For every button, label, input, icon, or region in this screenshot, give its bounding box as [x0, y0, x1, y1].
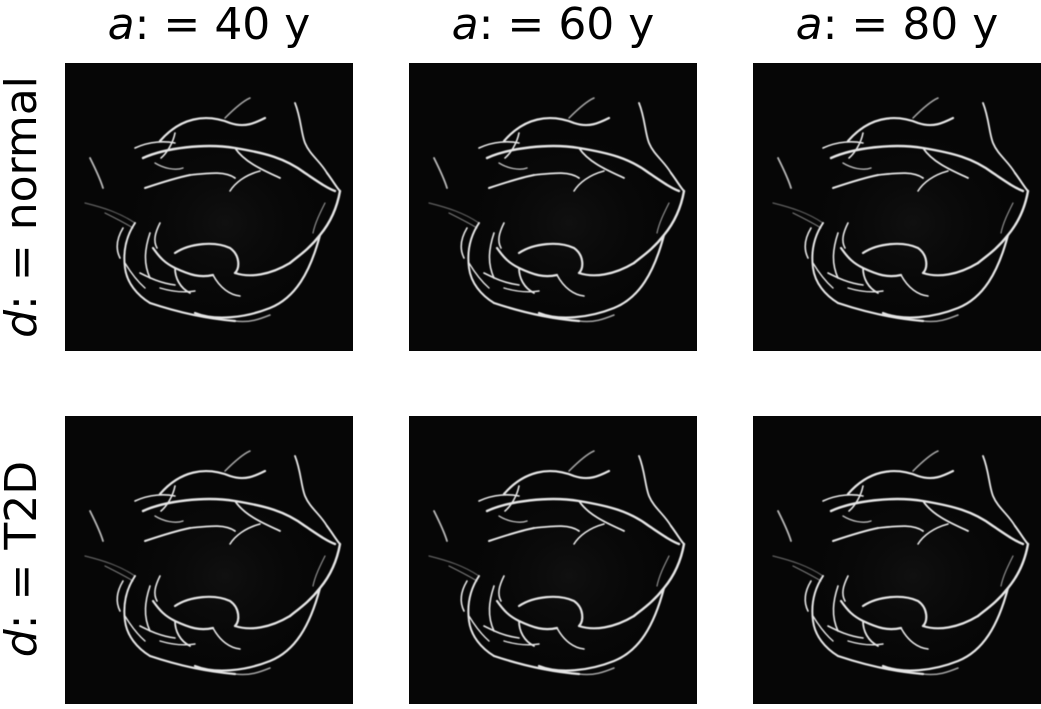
image-t2d-40y	[65, 416, 353, 704]
row-title-t2d: d: = T2D	[0, 409, 47, 709]
column-sep: : =	[134, 0, 201, 50]
column-var: a	[107, 0, 135, 50]
column-sep: : =	[822, 0, 889, 50]
column-title-age-80: a: = 80 y	[753, 0, 1041, 52]
column-value: 40 y	[214, 0, 311, 50]
image-normal-80y	[753, 63, 1041, 351]
column-var: a	[795, 0, 823, 50]
column-title-age-60: a: = 60 y	[409, 0, 697, 52]
row-sep: : =	[0, 244, 47, 310]
row-title-normal: d: = normal	[0, 57, 47, 357]
column-sep: : =	[478, 0, 545, 50]
image-normal-60y	[409, 63, 697, 351]
column-title-age-40: a: = 40 y	[65, 0, 353, 52]
column-var: a	[451, 0, 479, 50]
image-t2d-80y	[753, 416, 1041, 704]
row-var: d	[0, 629, 47, 658]
column-value: 80 y	[902, 0, 999, 50]
row-value: normal	[0, 76, 47, 231]
image-t2d-60y	[409, 416, 697, 704]
column-value: 60 y	[558, 0, 655, 50]
image-normal-40y	[65, 63, 353, 351]
row-sep: : =	[0, 563, 47, 630]
row-value: T2D	[0, 460, 47, 550]
row-var: d	[0, 309, 47, 338]
